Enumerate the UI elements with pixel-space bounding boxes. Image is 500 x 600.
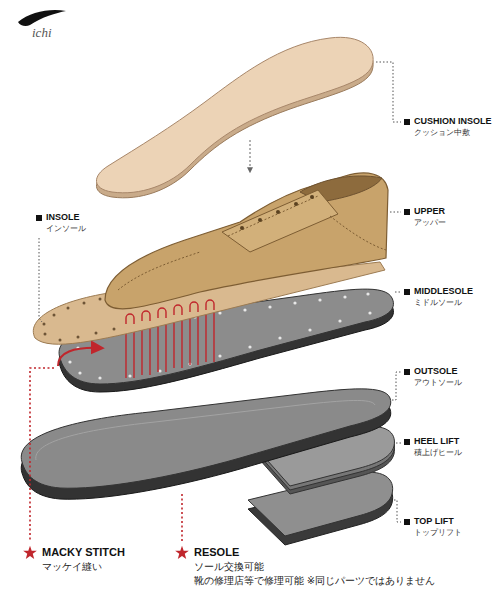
part-name-ja: 積上げヒール xyxy=(414,448,462,457)
logo-stroke xyxy=(18,10,66,26)
outsole xyxy=(21,389,391,499)
part-name: TOP LIFT xyxy=(414,516,454,526)
feature-note: マッケイ縫い xyxy=(42,561,102,573)
part-name: OUTSOLE xyxy=(414,366,458,376)
star-mark xyxy=(175,546,189,559)
part-name-ja: アッパー xyxy=(414,218,446,227)
part-name: CUSHION INSOLE xyxy=(414,116,492,126)
feature-title: MACKY STITCH xyxy=(42,546,125,559)
part-name: INSOLE xyxy=(46,212,80,222)
part-name-ja: トップリフト xyxy=(414,528,462,537)
part-name-ja: ミドルソール xyxy=(414,298,462,307)
assembly-arrow xyxy=(250,140,251,172)
part-name-ja: アウトソール xyxy=(414,378,462,387)
part-name-ja: インソール xyxy=(46,224,86,233)
feature-note: ソール交換可能 xyxy=(194,561,264,573)
feature-title: RESOLE xyxy=(194,546,239,559)
part-name: MIDDLESOLE xyxy=(414,286,473,296)
stitch-arrow xyxy=(58,348,102,366)
feature-leader xyxy=(30,368,182,542)
feature-note: 靴の修理店等で修理可能 ※同じパーツではありません xyxy=(194,575,435,587)
logo-text: ichi xyxy=(32,26,52,41)
part-name: HEEL LIFT xyxy=(414,436,459,446)
leader-line xyxy=(39,62,401,522)
part-name-ja: クッション中敷 xyxy=(414,128,470,137)
star-mark xyxy=(23,546,37,559)
part-name: UPPER xyxy=(414,206,445,216)
upper xyxy=(105,173,388,309)
label-bullet xyxy=(36,119,410,525)
cushion-insole xyxy=(96,37,373,198)
